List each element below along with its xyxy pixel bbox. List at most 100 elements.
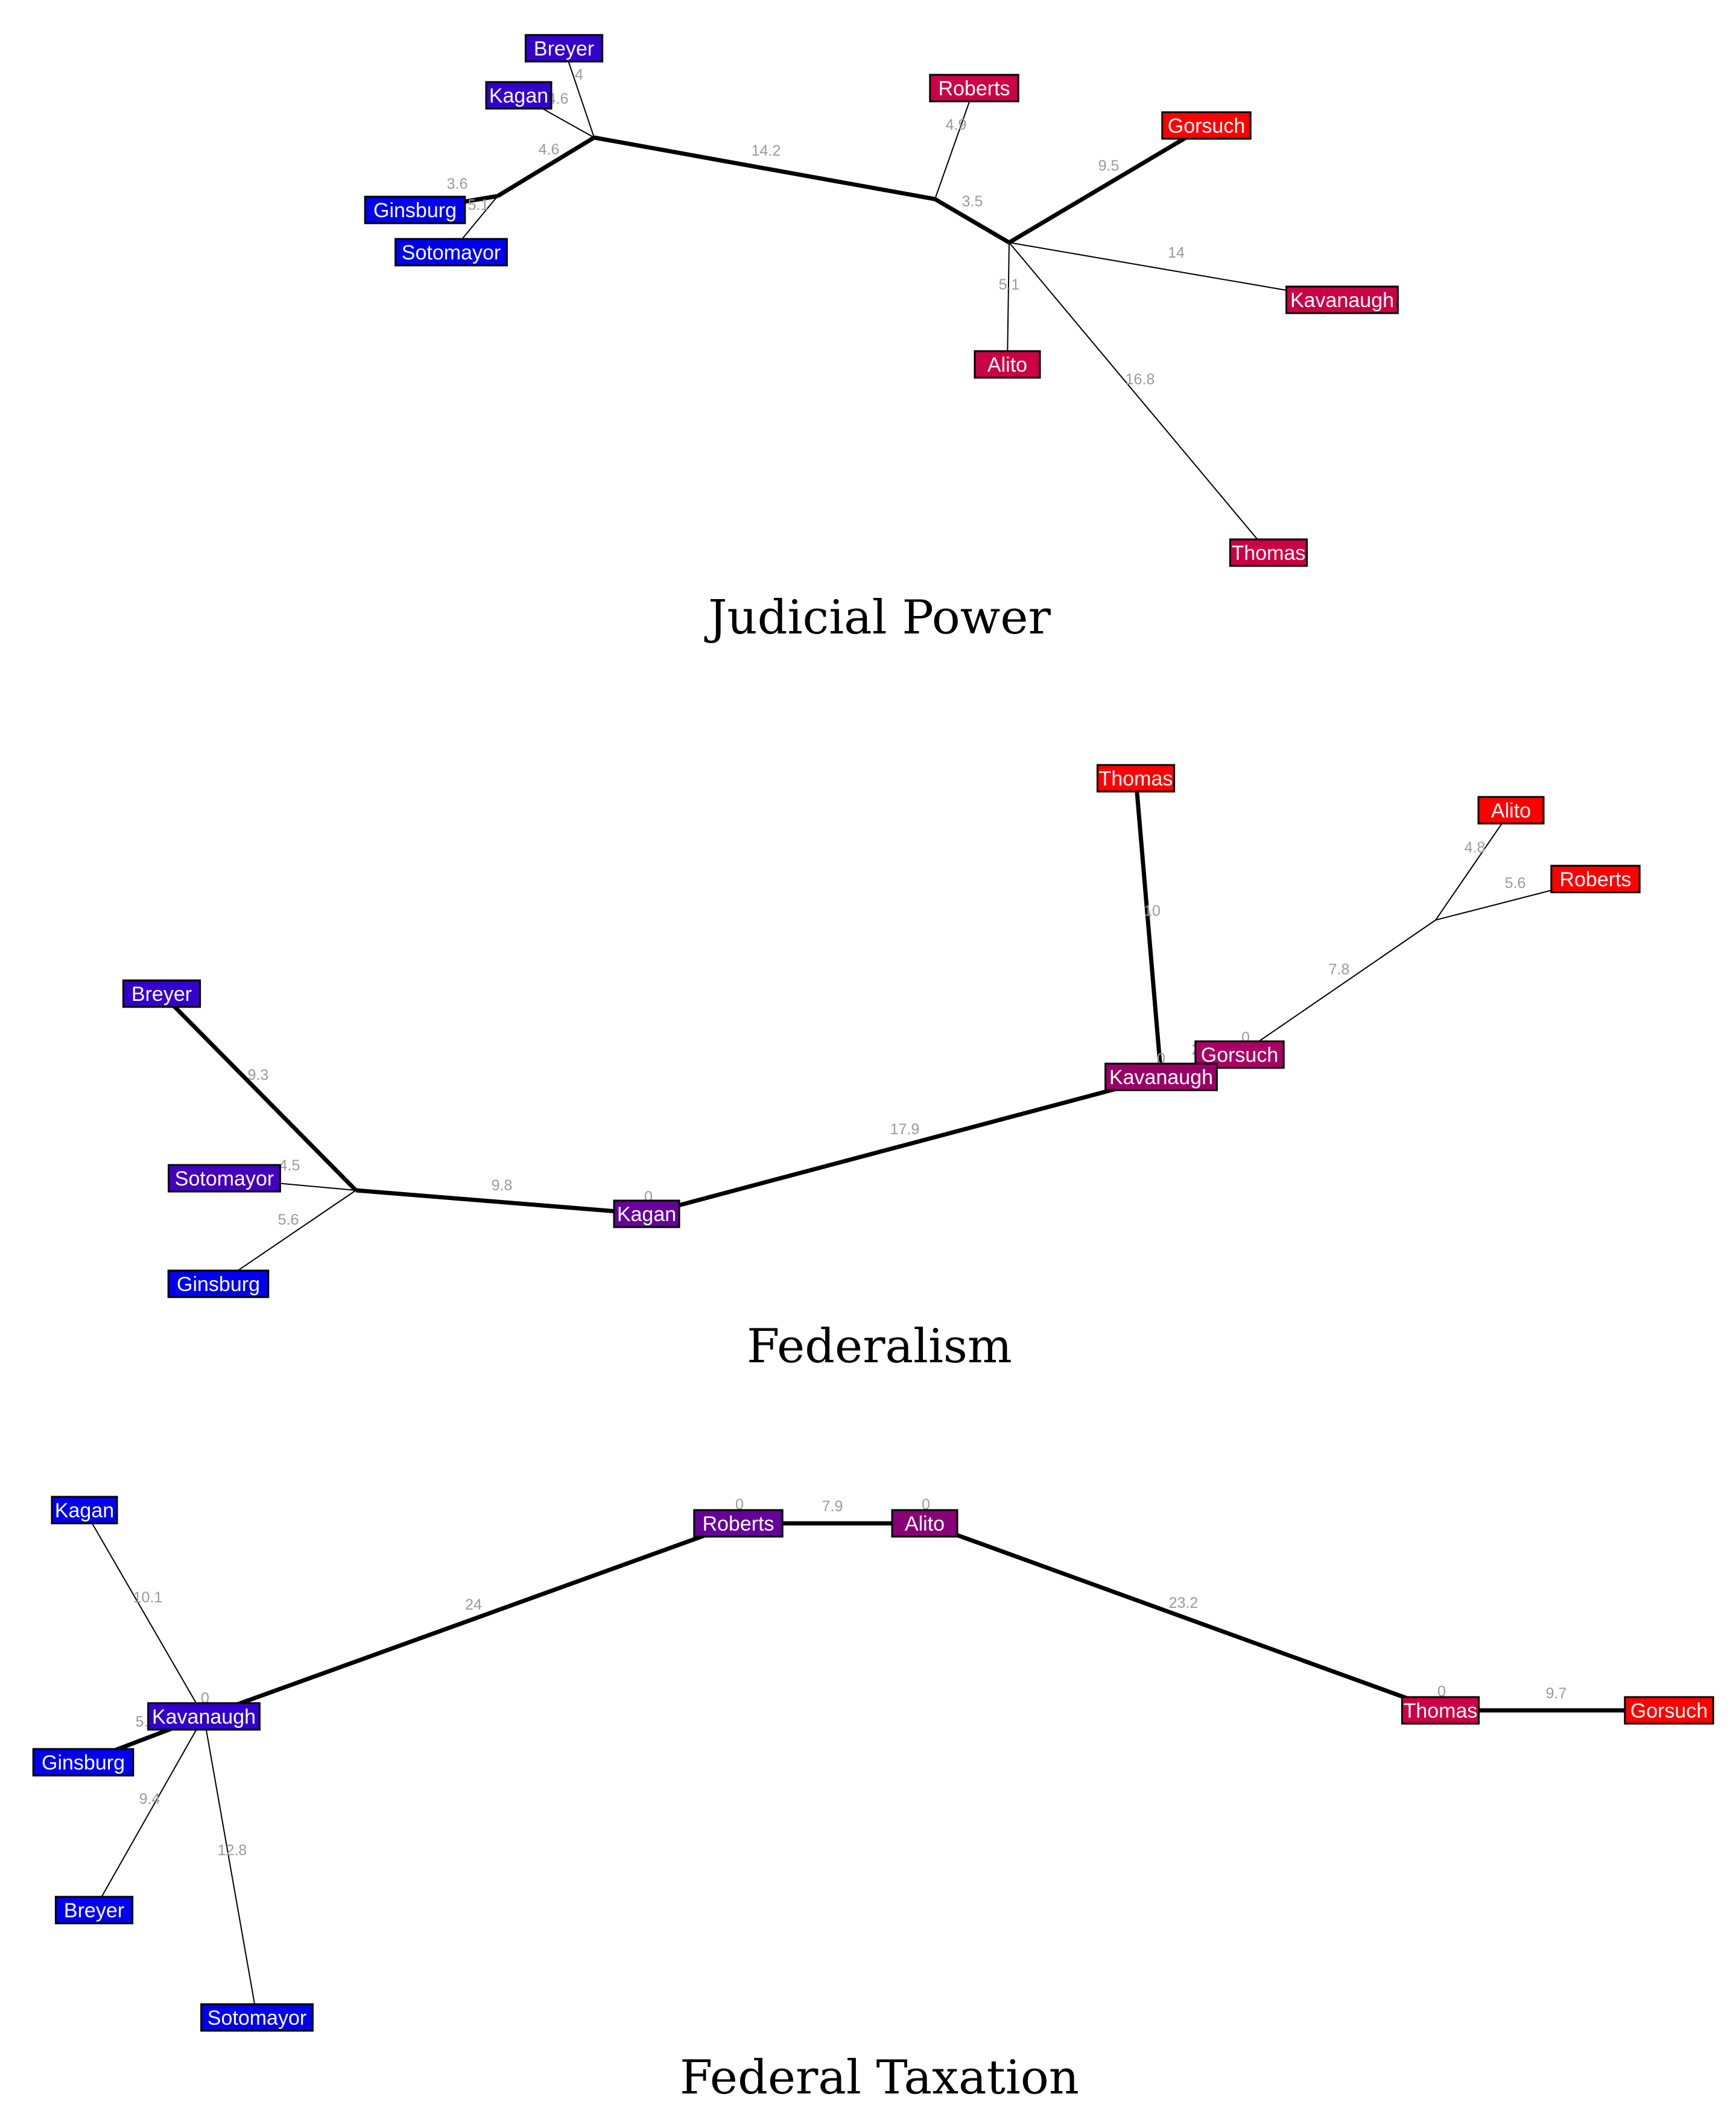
edge-weight-label: 3.5	[962, 193, 983, 210]
justice-node: Kagan	[51, 1496, 118, 1525]
justice-node: Gorsuch	[1624, 1696, 1714, 1725]
justice-node: Kavanaugh	[1104, 1062, 1218, 1091]
edge-weight-label: 12.8	[218, 1842, 247, 1859]
edge-weight-label: 9.5	[1098, 157, 1120, 174]
justice-name: Kagan	[617, 1203, 676, 1226]
edge-weight-label: 10.1	[133, 1589, 163, 1606]
justice-node: Sotomayor	[168, 1164, 281, 1193]
justice-node: Roberts	[929, 74, 1019, 103]
panel-title: Federal Taxation	[680, 2051, 1079, 2105]
node-box	[1104, 1062, 1218, 1091]
justice-name: Thomas	[1232, 542, 1306, 565]
node-box	[32, 1748, 135, 1777]
tree-edge	[1435, 810, 1512, 921]
edge-layer	[82, 1509, 1669, 2018]
panel-title: Judicial Power	[704, 591, 1051, 645]
tree-edge	[1239, 919, 1436, 1055]
node-box	[1229, 538, 1308, 567]
tree-edge	[1133, 778, 1164, 1078]
tree-panel: 44.64.63.65.114.24.93.59.5145.116.8Breye…	[364, 34, 1399, 645]
tree-edge	[594, 135, 936, 202]
edge-weight-label: 16.8	[1126, 371, 1155, 388]
node-box	[1550, 865, 1641, 893]
edge-weight-label: 14	[1168, 244, 1185, 261]
node-box	[524, 34, 604, 63]
tree-edge	[203, 1716, 258, 2018]
node-box	[394, 238, 508, 267]
node-box	[974, 350, 1041, 379]
justice-node: Sotomayor	[200, 2003, 314, 2032]
edge-weight-label: 7.9	[822, 1498, 843, 1515]
node-layer: ThomasAlitoRobertsBreyerGorsuchKavanaugh…	[122, 764, 1641, 1298]
justice-node: Gorsuch	[1161, 111, 1252, 140]
edge-weight-label: 0	[922, 1496, 930, 1513]
edge-weight-label: 14.2	[752, 142, 781, 159]
justice-name: Breyer	[131, 983, 192, 1006]
justice-name: Roberts	[702, 1512, 774, 1535]
justice-name: Alito	[1491, 799, 1531, 822]
tree-edge	[1007, 242, 1010, 365]
tree-edge	[1009, 242, 1269, 553]
node-box	[1285, 285, 1399, 314]
tree-edge	[496, 136, 595, 198]
tree-edge	[160, 992, 358, 1192]
justice-node: Breyer	[122, 979, 201, 1008]
node-box	[891, 1509, 958, 1538]
edge-weight-label: 9.3	[248, 1067, 269, 1084]
node-box	[485, 81, 553, 110]
tree-edge	[93, 1716, 204, 1911]
justice-name: Sotomayor	[207, 2007, 306, 2030]
justice-node: Roberts	[1550, 865, 1641, 893]
justice-name: Breyer	[64, 1899, 124, 1922]
justice-node: Breyer	[524, 34, 604, 63]
justice-node: Sotomayor	[394, 238, 508, 267]
tree-edge	[1008, 123, 1208, 245]
node-box	[364, 195, 466, 224]
node-box	[54, 1896, 134, 1925]
tree-edge	[203, 1521, 740, 1719]
edge-weight-label: 4.9	[946, 116, 967, 133]
node-box	[122, 979, 201, 1008]
edge-weight-label: 17.9	[890, 1121, 920, 1138]
edge-weight-label: 5.1	[999, 276, 1020, 293]
justice-node: Thomas	[1229, 538, 1308, 567]
justice-name: Roberts	[938, 77, 1010, 100]
node-box	[1477, 796, 1545, 825]
node-box	[168, 1164, 281, 1193]
tree-edge	[934, 87, 975, 200]
edge-weight-label: 4	[575, 66, 583, 83]
node-box	[200, 2003, 314, 2032]
edge-weight-label: 3.6	[447, 176, 468, 192]
justice-name: Kavanaugh	[1109, 1066, 1213, 1089]
edge-weight-label: 5.6	[278, 1211, 299, 1228]
tree-edge	[563, 48, 595, 138]
justice-name: Ginsburg	[373, 199, 457, 222]
justice-name: Ginsburg	[177, 1273, 260, 1296]
justice-node: Ginsburg	[167, 1269, 270, 1298]
edge-weight-label: 23.2	[1169, 1595, 1199, 1611]
justice-name: Ginsburg	[42, 1751, 125, 1774]
node-box	[1096, 764, 1176, 793]
node-box	[147, 1702, 261, 1731]
justice-name: Gorsuch	[1630, 1700, 1708, 1722]
node-box	[51, 1496, 118, 1525]
edge-weight-label: 9.4	[139, 1791, 160, 1808]
justice-node: Alito	[891, 1509, 958, 1538]
node-box	[1401, 1696, 1480, 1725]
justice-name: Kagan	[55, 1499, 114, 1522]
edge-weight-label: 4.6	[539, 141, 560, 158]
node-box	[1161, 111, 1252, 140]
justice-node: Thomas	[1096, 764, 1176, 793]
edge-weight-label: 9.8	[492, 1177, 513, 1194]
justice-node: Breyer	[54, 1896, 134, 1925]
edge-layer	[160, 778, 1596, 1284]
justice-name: Sotomayor	[402, 241, 501, 264]
justice-node: Roberts	[693, 1509, 784, 1538]
tree-edge	[355, 1188, 647, 1216]
justice-node: Kagan	[485, 81, 553, 110]
